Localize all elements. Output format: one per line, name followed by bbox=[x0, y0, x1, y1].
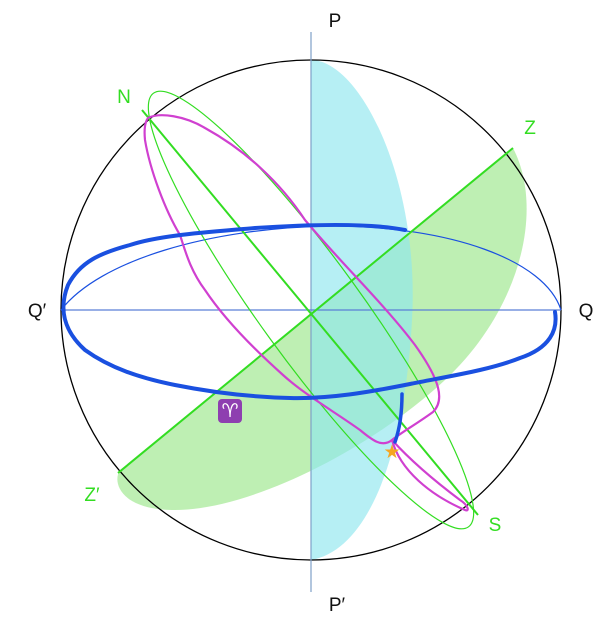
svg-text:♈: ♈ bbox=[221, 401, 238, 422]
label-z-prime: Z′ bbox=[84, 485, 100, 506]
ns-axis bbox=[141, 109, 479, 516]
label-n: N bbox=[117, 87, 131, 108]
label-q: Q bbox=[579, 301, 594, 322]
label-z: Z bbox=[524, 118, 536, 139]
zenith-axis bbox=[117, 147, 514, 474]
ecliptic-loop bbox=[143, 114, 469, 512]
label-p: P bbox=[329, 11, 342, 32]
equator-hook bbox=[393, 392, 404, 444]
label-s: S bbox=[489, 515, 502, 536]
label-p-prime: P′ bbox=[329, 595, 346, 616]
label-q-prime: Q′ bbox=[28, 301, 47, 322]
celestial-equator bbox=[61, 222, 558, 401]
star-icon: ★ bbox=[383, 442, 400, 463]
aries-icon: ♈ bbox=[218, 399, 242, 423]
